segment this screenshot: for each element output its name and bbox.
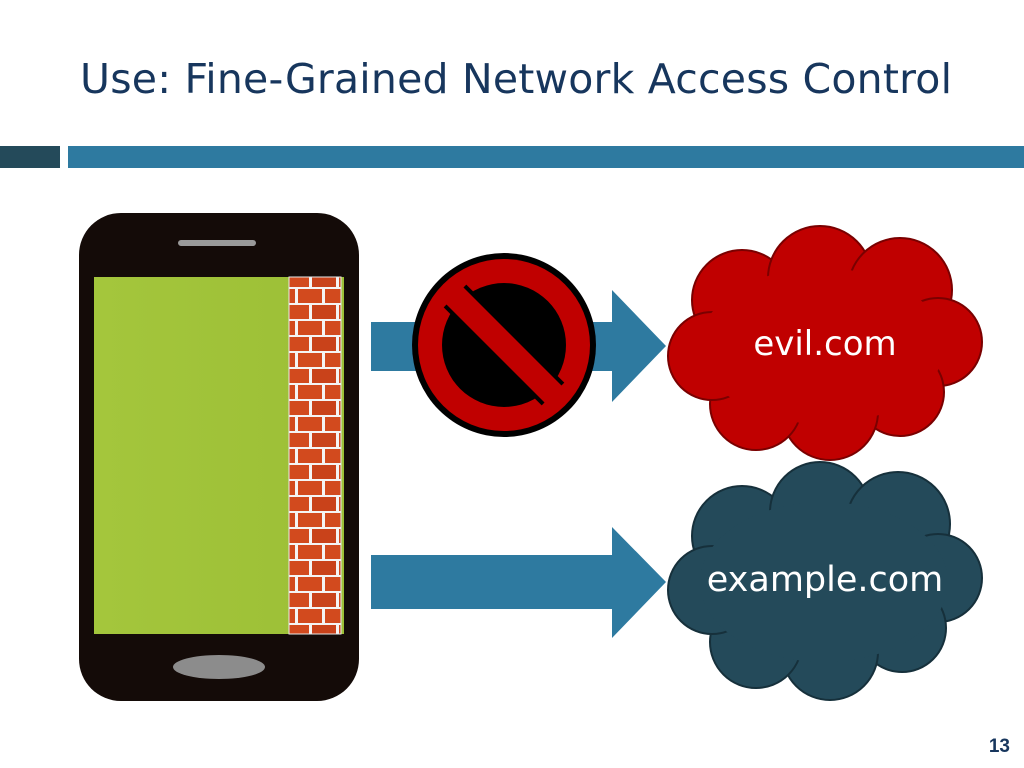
title-underline-left [0, 146, 60, 168]
blocked-domain-label: evil.com [753, 324, 897, 364]
brick-wall-icon [288, 276, 342, 635]
slide-title: Use: Fine-Grained Network Access Control [80, 55, 953, 103]
right-arrow-icon [371, 527, 666, 638]
page-number: 13 [988, 736, 1010, 757]
prohibition-icon [412, 253, 596, 437]
title-underline-right [68, 146, 1024, 168]
allowed-domain-label: example.com [706, 560, 944, 600]
